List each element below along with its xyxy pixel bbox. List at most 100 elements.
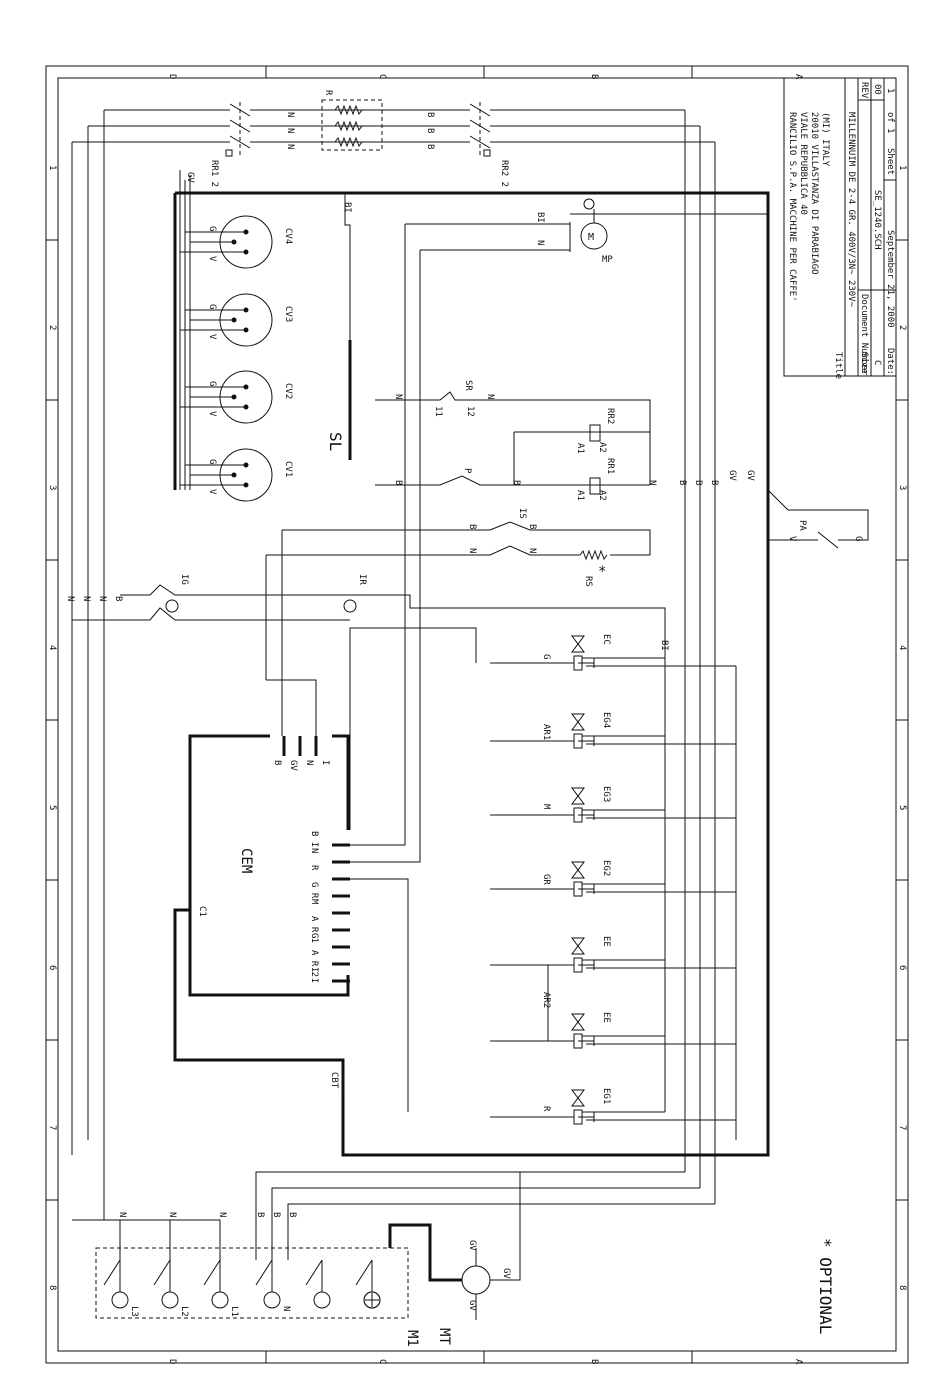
sheet-number: 1 xyxy=(885,128,895,133)
wire-label-b: B xyxy=(113,596,123,601)
wire-label-b: B xyxy=(467,524,477,529)
terminal-wire xyxy=(255,1171,685,1260)
rr2-top-label: RR2 2 xyxy=(499,160,509,187)
wire-label-n: N xyxy=(527,548,537,553)
rr2-coil-a1: A1 xyxy=(575,443,585,454)
valve-symbol xyxy=(571,795,585,805)
terminal-wire xyxy=(287,1203,715,1260)
column-numbers-right: 1 2 3 4 5 6 7 8 xyxy=(897,165,907,1290)
valve-symbol xyxy=(571,1021,585,1031)
valve-symbol xyxy=(571,635,585,645)
company-address-1: VIALE REPUBBLICA 40 xyxy=(798,112,808,215)
wire-label-n: N xyxy=(285,112,295,117)
m1-label: M1 xyxy=(404,1330,420,1347)
relay-a2-label: A2 xyxy=(597,442,607,453)
col-number-6: 6 xyxy=(47,965,57,970)
wire-label-bi: BI xyxy=(342,202,352,213)
terminal-wire xyxy=(72,1219,221,1260)
row-letters-bottom: D C B A xyxy=(167,1359,803,1365)
col-number-5-right: 5 xyxy=(897,805,907,810)
company-name: RANCILIO S.P.A. MACCHINE PER CAFFE' xyxy=(787,112,797,302)
date-value: September 21, 2000 xyxy=(885,230,895,328)
valve-symbol xyxy=(571,945,585,955)
wire-label-n: N xyxy=(535,240,545,245)
cem-pin-label: N xyxy=(309,848,319,853)
cbt-label: CBT xyxy=(329,1072,339,1089)
terminal-name: L1 xyxy=(229,1306,239,1317)
wire-label-n: N xyxy=(65,596,75,601)
valve-wire-label: M xyxy=(541,804,551,810)
date-label: Date: xyxy=(885,348,895,375)
valve-label: EG3 xyxy=(601,786,611,802)
rr1-top-label: RR1 2 xyxy=(209,160,219,187)
col-number-1-right: 1 xyxy=(897,165,907,170)
valve-symbol xyxy=(571,713,585,723)
col-number-2-right: 2 xyxy=(897,325,907,330)
valve-label: EG1 xyxy=(601,1088,611,1104)
wire-label-n: N xyxy=(285,144,295,149)
valve-symbol xyxy=(571,1013,585,1023)
valve-wire-label: AR1 xyxy=(541,724,551,740)
sr-terminal-label: 12 xyxy=(465,406,475,417)
ir-label: IR xyxy=(357,574,367,585)
terminal-wire-label: B xyxy=(271,1212,281,1217)
row-letter-d-bottom: D xyxy=(167,1359,177,1364)
title-value: MILLENNUIM DE 2-4 GR. 400V/3N~ 230V~ xyxy=(846,112,856,308)
valve-symbol xyxy=(571,869,585,879)
sheet-total: 1 xyxy=(885,88,895,93)
col-number-3: 3 xyxy=(47,485,57,490)
cem-pin-label: G xyxy=(309,933,319,938)
terminal-name: L3 xyxy=(129,1306,139,1317)
rr1-coil-label: RR1 xyxy=(605,458,615,474)
pa-label: PA xyxy=(797,520,807,531)
row-letter-a: A xyxy=(793,74,803,80)
is-label: IS xyxy=(517,508,527,519)
wire-label-b: B xyxy=(709,480,719,485)
valve-wire-label: G xyxy=(541,654,551,659)
mt-label: MT xyxy=(436,1328,452,1345)
row-letter-a-bottom: A xyxy=(793,1359,803,1365)
valve-symbol xyxy=(571,1097,585,1107)
terminal-lead xyxy=(153,1259,171,1286)
wire-label-b: B xyxy=(511,480,521,485)
wire-label-n: N xyxy=(485,394,495,399)
sr-terminal-label: 11 xyxy=(433,406,443,417)
heating-contactors: RR1 2 RR2 2 R xyxy=(71,90,716,1220)
sheet-of: of xyxy=(885,112,895,123)
terminal-wire-label: N xyxy=(117,1212,127,1217)
sheet-label: Sheet xyxy=(885,148,895,175)
terminal-lead xyxy=(203,1259,221,1286)
cem-pin-label: A R 1 xyxy=(309,916,319,943)
rr1-coil-a1: A1 xyxy=(575,490,585,501)
cem-wire-r xyxy=(350,878,409,1112)
document-number-label: Document Number xyxy=(859,294,869,376)
wire-label-gv: GV xyxy=(467,1240,477,1251)
wire-label-b: B xyxy=(425,112,435,117)
terminal-name: N xyxy=(281,1306,291,1311)
cbt-frame: CBT xyxy=(173,191,770,1157)
sr-label: SR xyxy=(463,380,473,391)
flowmeter-wire-label: V xyxy=(207,256,217,262)
wire-label-bi: BI xyxy=(535,212,545,223)
cem-pin-label: M xyxy=(309,899,319,905)
valve-symbol xyxy=(571,787,585,797)
flowmeter-wire-label: V xyxy=(207,489,217,495)
col-number-3-right: 3 xyxy=(897,485,907,490)
cem-wire-n xyxy=(350,250,421,863)
cem-pin-label: G R xyxy=(309,882,319,899)
is-switch: IS RS * xyxy=(266,508,651,587)
wire-label-b: B xyxy=(393,480,403,485)
flowmeter-wire-label: V xyxy=(207,411,217,417)
cem-pin-label: I I xyxy=(309,967,319,983)
ig-label: IG xyxy=(179,574,189,585)
col-number-8: 8 xyxy=(47,1285,57,1290)
row-letter-c-bottom: C xyxy=(377,1359,387,1364)
col-number-2: 2 xyxy=(47,325,57,330)
company-address-2: 20010 VILLASTANZA DI PARABIAGO xyxy=(809,112,819,275)
optional-note: * OPTIONAL xyxy=(816,1238,835,1334)
terminal-lead xyxy=(305,1259,323,1286)
flowmeter-label: CV3 xyxy=(283,306,293,322)
optional-note-text: * OPTIONAL xyxy=(816,1238,835,1334)
